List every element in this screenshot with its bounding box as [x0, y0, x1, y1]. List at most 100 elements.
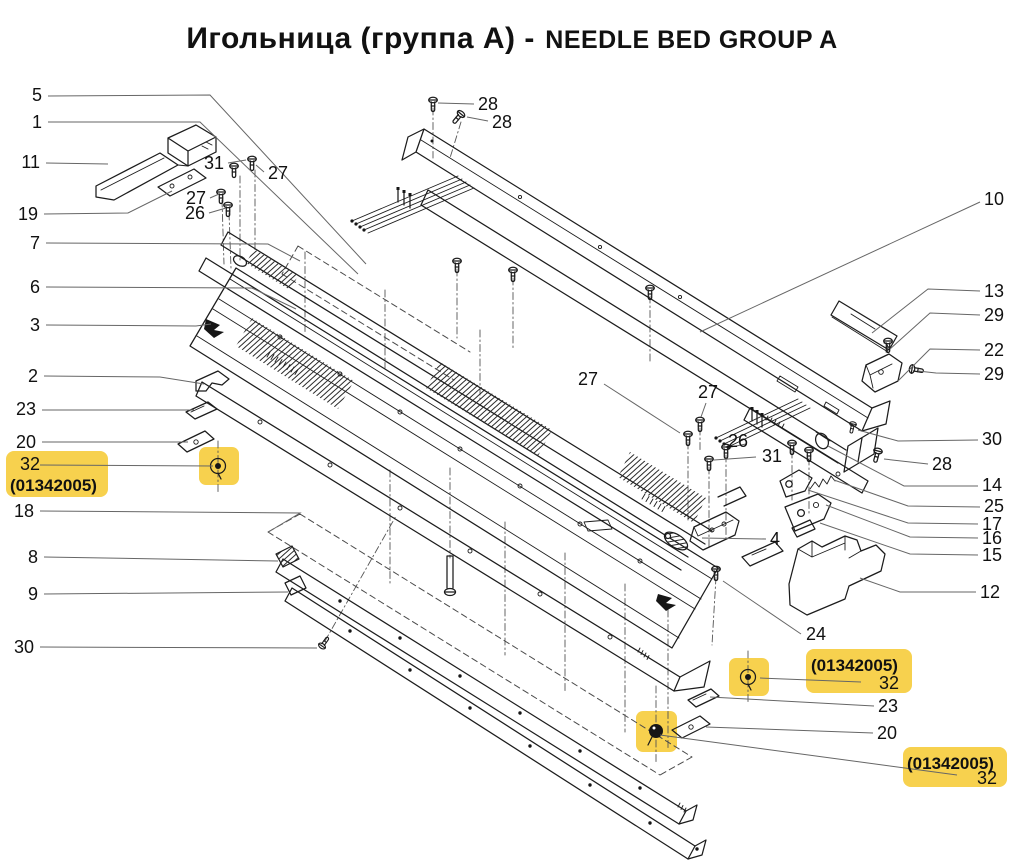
title-english: NEEDLE BED GROUP A	[545, 26, 838, 54]
part-number-label: 27	[268, 163, 288, 183]
leader-line	[825, 504, 979, 539]
leader-line	[889, 312, 981, 350]
part-number-label: 19	[18, 204, 38, 224]
leader-line	[807, 489, 979, 525]
presser-plate-6	[198, 257, 689, 571]
part-number-label: 3	[30, 315, 40, 335]
part-number-label: 31	[762, 446, 782, 466]
part-number-label: 7	[30, 233, 40, 253]
leader-line	[730, 443, 747, 448]
part-number-label: 2	[28, 366, 38, 386]
needle-bed	[189, 249, 747, 649]
latch-assembly	[779, 469, 841, 538]
screws	[216, 96, 925, 651]
cushion-14	[814, 432, 830, 450]
leader-line	[859, 577, 976, 593]
bottom-rail-8	[275, 545, 698, 825]
part-number-label: 32	[20, 454, 40, 474]
part-code-label: (01342005)	[10, 476, 97, 495]
leader-line	[39, 646, 318, 649]
leader-line	[659, 734, 958, 776]
part-number-label: 9	[28, 584, 38, 604]
leader-line	[699, 201, 981, 333]
leader-line	[209, 193, 220, 199]
bracket-12	[788, 535, 886, 616]
part-number-label: 11	[21, 152, 40, 172]
leader-line	[43, 190, 173, 215]
leader-line	[871, 288, 981, 334]
title-russian: Игольница (группа А) -	[186, 22, 535, 55]
leader-line	[603, 383, 681, 434]
part-number-label: 5	[32, 85, 42, 105]
part-number-label: 22	[984, 340, 1004, 360]
leader-line	[437, 102, 475, 105]
leader-line	[43, 591, 289, 595]
part-number-label: 30	[982, 429, 1002, 449]
clip-23-right	[687, 688, 720, 708]
diagram-art	[95, 96, 925, 860]
part-number-label: 25	[984, 496, 1004, 516]
leader-line	[43, 375, 205, 385]
leader-line	[45, 323, 212, 327]
plate-near-12	[741, 541, 784, 567]
leader-line	[827, 445, 978, 487]
part-number-label: 28	[478, 94, 498, 114]
part-number-label: 27	[578, 369, 598, 389]
part-code-highlight	[903, 747, 1007, 787]
leader-line	[705, 726, 874, 734]
leader-line	[48, 121, 359, 275]
part-number-label: 31	[204, 153, 224, 173]
part-number-label: 29	[984, 305, 1004, 325]
needle-bundle-left	[350, 175, 475, 234]
part-number-label: 27	[698, 382, 718, 402]
clip-20-right	[671, 715, 711, 739]
part-number-label: 29	[984, 364, 1004, 384]
part-number-label: 1	[32, 112, 42, 132]
bracket-2	[195, 370, 230, 392]
leader-line	[208, 207, 227, 214]
rear-channel-rail	[420, 189, 879, 473]
bolt-32-right	[739, 668, 757, 691]
clip-20-left	[177, 430, 215, 453]
part-number-label: 14	[982, 475, 1002, 495]
leader-line	[700, 402, 707, 418]
page-title: Игольница (группа А) - NEEDLE BED GROUP …	[0, 22, 1024, 56]
leader-line	[701, 537, 767, 540]
leader-line	[227, 159, 247, 164]
part-number-label: 18	[14, 501, 34, 521]
dark-clip	[656, 594, 676, 611]
part-number-label: 32	[879, 673, 899, 693]
leader-line	[45, 286, 297, 310]
leader-line	[255, 164, 265, 173]
part-number-label: 8	[28, 547, 38, 567]
part-code-highlight	[6, 451, 108, 497]
leader-line	[39, 464, 214, 467]
leader-line	[819, 522, 979, 556]
leader-line	[917, 370, 981, 375]
clip-23-left	[185, 401, 218, 420]
part-number-label: 20	[16, 432, 36, 452]
leader-line	[43, 556, 279, 562]
link-plate	[663, 531, 689, 551]
leader-line	[709, 696, 875, 707]
part-code-label: (01342005)	[811, 656, 898, 675]
leader-line	[466, 116, 489, 122]
leader-line	[897, 348, 981, 382]
part-number-label: 28	[932, 454, 952, 474]
part-code-highlight	[806, 649, 912, 693]
bottom-rail-9	[284, 575, 707, 860]
leader-line	[45, 242, 301, 262]
carriage-lock-11	[95, 124, 217, 201]
hidden-plate-outline	[267, 245, 693, 776]
part-number-label: 13	[984, 281, 1004, 301]
leader-line	[47, 94, 367, 265]
leader-line	[759, 677, 862, 683]
part-number-label: 27	[186, 188, 206, 208]
part-number-label: 23	[878, 696, 898, 716]
part-number-label: 4	[770, 529, 780, 549]
part-number-label: 16	[982, 528, 1002, 548]
part-number-label: 12	[980, 582, 1000, 602]
leader-line	[722, 580, 802, 635]
